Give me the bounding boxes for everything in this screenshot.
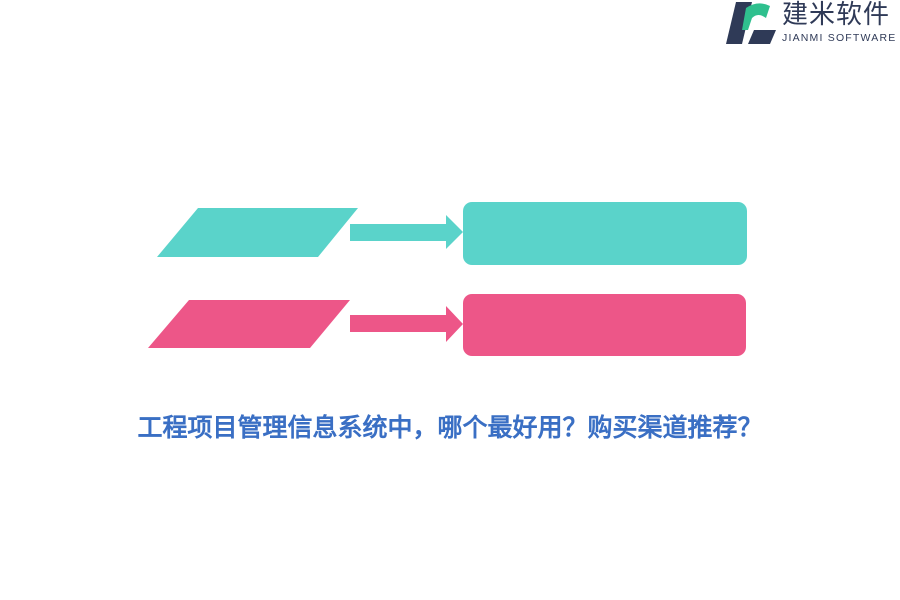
- teal-arrow: [350, 215, 463, 249]
- jianmi-logo-icon: [726, 2, 776, 44]
- teal-parallelogram: [157, 208, 358, 257]
- page-headline: 工程项目管理信息系统中，哪个最好用？购买渠道推荐？: [137, 413, 763, 442]
- teal-rounded-box: [463, 202, 747, 265]
- brand-name-en: JIANMI SOFTWARE: [782, 32, 897, 44]
- pink-rounded-box: [463, 294, 746, 356]
- brand-name-cn: 建米软件: [782, 0, 891, 30]
- pink-parallelogram: [148, 300, 350, 348]
- brand-logo: 建米软件 JIANMI SOFTWARE: [724, 0, 900, 48]
- pink-arrow: [350, 306, 463, 342]
